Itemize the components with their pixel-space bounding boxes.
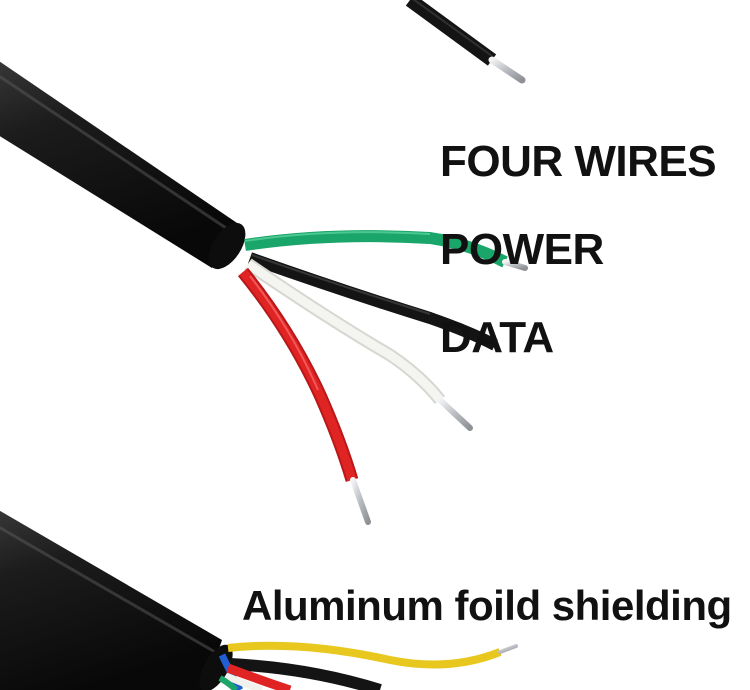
data-label: DATA bbox=[440, 313, 554, 362]
four-wires-label: FOUR WIRES bbox=[440, 137, 717, 186]
main-cable-jacket bbox=[0, 61, 246, 270]
top-single-wire bbox=[405, 0, 526, 84]
shielding-label: Aluminum foild shielding bbox=[242, 582, 732, 629]
main-cable-wires bbox=[237, 230, 528, 525]
power-label: POWER bbox=[440, 225, 604, 274]
bottom-cable-wires bbox=[218, 641, 518, 690]
bottom-cable-jacket bbox=[0, 510, 233, 690]
